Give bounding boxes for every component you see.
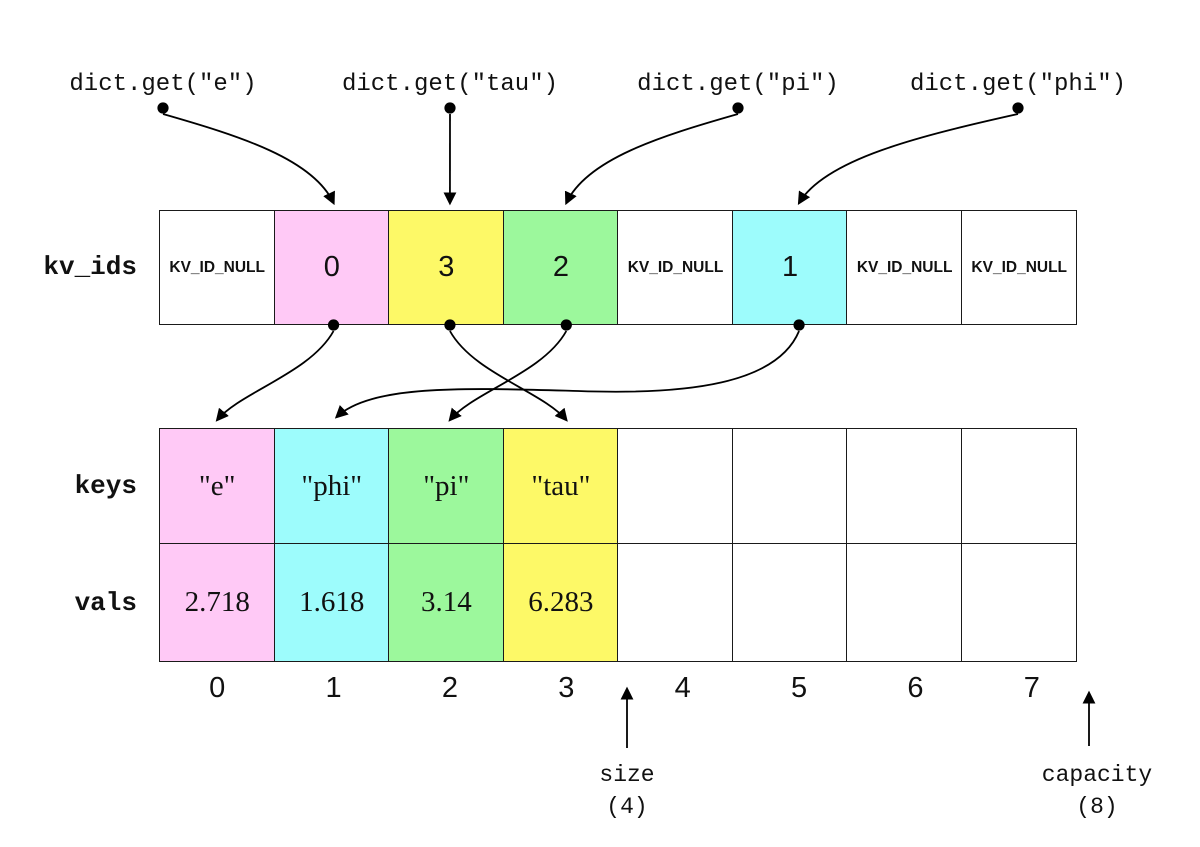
vals-cell-1: 1.618 — [273, 543, 390, 662]
kv-ids-cell-value-3: 2 — [552, 251, 569, 283]
query-label-2: dict.get("pi") — [637, 71, 839, 98]
vals-cell-value-1: 1.618 — [299, 586, 365, 619]
keys-cell-value-3: "tau" — [531, 470, 591, 502]
keys-cell-5 — [731, 428, 849, 545]
kv-ids-cell-value-5: 1 — [782, 251, 799, 283]
vals-row-label: vals — [74, 587, 137, 618]
kv-ids-cell-4: KV_ID_NULL — [617, 210, 734, 325]
vals-cell-7 — [961, 543, 1078, 662]
kv-ids-row-label: kv_ids — [43, 251, 137, 282]
kv-ids-cell-7: KV_ID_NULL — [961, 210, 1078, 325]
kv-ids-cell-value-0: KV_ID_NULL — [169, 258, 265, 276]
vals-cell-2: 3.14 — [388, 543, 505, 662]
kv-ids-cell-0: KV_ID_NULL — [159, 210, 276, 325]
kv-ids-cell-3: 2 — [502, 210, 620, 325]
keys-array: "e" "phi" "pi" "tau" — [159, 428, 1090, 545]
capacity-label: capacity — [1041, 762, 1153, 788]
vals-cell-0: 2.718 — [159, 543, 276, 662]
index-label-7: 7 — [1023, 672, 1040, 704]
query-label-1: dict.get("tau") — [341, 71, 559, 98]
vals-cell-5 — [731, 543, 849, 662]
keys-cell-value-1: "phi" — [301, 470, 363, 502]
link-arrow-3 — [334, 330, 800, 419]
kv-ids-cell-value-2: 3 — [438, 251, 455, 283]
capacity-value: (8) — [1076, 794, 1118, 820]
keys-cell-value-0: "e" — [198, 470, 236, 502]
query-label-0: dict.get("e") — [69, 71, 257, 98]
index-label-0: 0 — [209, 672, 226, 704]
query-pointer-dot-2 — [732, 102, 744, 114]
keys-cell-value-2: "pi" — [423, 470, 470, 502]
vals-cell-value-0: 2.718 — [184, 586, 250, 619]
query-pointer-dot-3 — [1012, 102, 1024, 114]
keys-cell-6 — [846, 428, 963, 545]
keys-row-label: keys — [74, 470, 137, 501]
kv-ids-cell-value-7: KV_ID_NULL — [971, 258, 1068, 276]
link-arrow-1 — [449, 330, 568, 422]
vals-cell-value-3: 6.283 — [528, 586, 594, 619]
query-arrow-0 — [162, 113, 335, 206]
index-label-5: 5 — [790, 672, 808, 704]
query-pointer-dot-0 — [157, 102, 169, 114]
keys-cell-1: "phi" — [273, 428, 390, 545]
size-label: size — [599, 762, 655, 788]
vals-cell-6 — [846, 543, 963, 662]
kv-ids-cell-value-1: 0 — [323, 251, 340, 283]
kv-ids-cell-1: 0 — [273, 210, 390, 325]
kv-ids-cell-6: KV_ID_NULL — [846, 210, 963, 325]
link-arrow-2 — [448, 330, 568, 422]
vals-cell-value-2: 3.14 — [420, 586, 472, 619]
vals-cell-4 — [617, 543, 734, 662]
kv-ids-cell-5: 1 — [731, 210, 849, 325]
kv-ids-cell-value-4: KV_ID_NULL — [627, 258, 724, 276]
keys-cell-4 — [617, 428, 734, 545]
index-labels: 0 1 2 3 4 5 6 7 — [159, 672, 1090, 705]
link-arrow-0 — [215, 330, 335, 422]
vals-array: 2.718 1.618 3.14 6.283 — [159, 543, 1090, 662]
keys-cell-0: "e" — [159, 428, 276, 545]
query-pointer-dot-1 — [444, 102, 456, 114]
kv-ids-cell-value-6: KV_ID_NULL — [856, 258, 953, 276]
index-label-2: 2 — [441, 672, 458, 704]
vals-cell-3: 6.283 — [502, 543, 620, 662]
keys-cell-3: "tau" — [502, 428, 620, 545]
size-value: (4) — [606, 794, 648, 820]
keys-cell-7 — [961, 428, 1078, 545]
query-arrow-3 — [797, 113, 1019, 206]
kv-ids-array: KV_ID_NULL 0 3 2 KV_ID_NULL 1 KV_ID_NULL KV_ID_… — [159, 210, 1090, 325]
query-label-3: dict.get("phi") — [909, 71, 1127, 98]
index-label-6: 6 — [907, 672, 924, 704]
index-label-1: 1 — [325, 672, 342, 704]
index-label-4: 4 — [674, 672, 691, 704]
keys-cell-2: "pi" — [388, 428, 505, 545]
index-label-3: 3 — [558, 672, 575, 704]
kv-ids-cell-2: 3 — [388, 210, 505, 325]
query-arrow-2 — [564, 113, 739, 206]
